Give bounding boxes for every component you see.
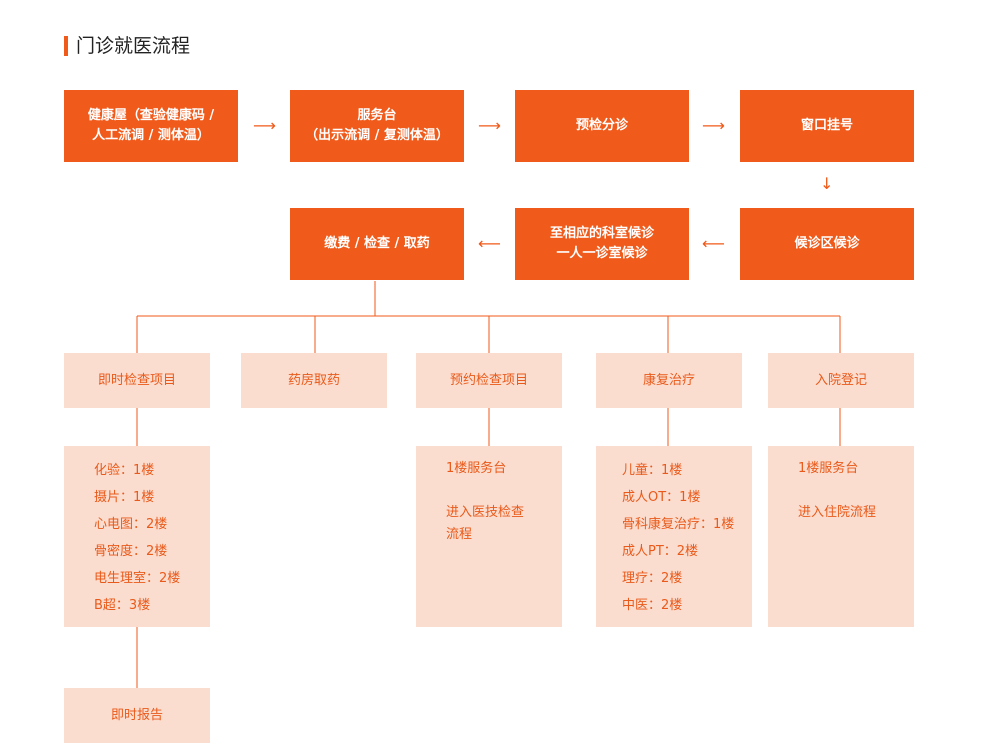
- detail-item: 成人OT：1楼: [622, 490, 701, 505]
- branch-admission: 入院登记: [768, 353, 914, 408]
- step-health-check: 健康屋（查验健康码 / 人工流调 / 测体温）: [64, 90, 238, 162]
- detail-item: 摄片：1楼: [94, 490, 155, 505]
- branch-rehab: 康复治疗: [596, 353, 742, 408]
- step-waiting-area-label: 候诊区候诊: [794, 236, 860, 251]
- detail-item: 1楼服务台: [798, 461, 859, 476]
- detail-item: 骨密度：2楼: [94, 544, 168, 559]
- detail-item: 成人PT：2楼: [622, 544, 699, 559]
- branch-instant-exam-label: 即时检查项目: [97, 372, 176, 388]
- detail-item: 电生理室：2楼: [94, 571, 181, 586]
- branch-instant-exam: 即时检查项目: [64, 353, 210, 408]
- instant-report: 即时报告: [64, 688, 210, 743]
- instant-report-label: 即时报告: [110, 707, 163, 723]
- step-registration: 窗口挂号: [740, 90, 914, 162]
- step-registration-label: 窗口挂号: [800, 118, 853, 133]
- branch-pharmacy-label: 药房取药: [287, 372, 340, 388]
- detail-item: 儿童：1楼: [622, 463, 683, 478]
- branch-scheduled-exam: 预约检查项目: [416, 353, 562, 408]
- detail-item: 1楼服务台: [446, 461, 507, 476]
- step-payment-exam-pharmacy-label: 缴费 / 检查 / 取药: [324, 236, 430, 251]
- step-department-waiting-line1: 至相应的科室候诊: [549, 226, 654, 241]
- arrow-right-icon: ⟶: [702, 116, 725, 135]
- arrow-right-icon: ⟶: [478, 116, 501, 135]
- detail-spacer: [446, 480, 562, 502]
- branch-rehab-label: 康复治疗: [642, 372, 695, 388]
- step-service-desk-line1: 服务台: [357, 108, 397, 123]
- arrow-left-icon: ⟵: [702, 234, 725, 253]
- detail-item: B超：3楼: [94, 598, 151, 613]
- step-waiting-area: 候诊区候诊: [740, 208, 914, 280]
- step-department-waiting: 至相应的科室候诊一人一诊室候诊: [515, 208, 689, 280]
- detail-item: 流程: [446, 527, 473, 542]
- step-health-check-line2: 人工流调 / 测体温）: [92, 128, 210, 143]
- step-triage: 预检分诊: [515, 90, 689, 162]
- title-accent-bar: [64, 36, 68, 56]
- branch-admission-label: 入院登记: [814, 372, 867, 388]
- branch-pharmacy: 药房取药: [241, 353, 387, 408]
- detail-item: 进入医技检查: [446, 505, 525, 520]
- detail-spacer: [798, 480, 914, 502]
- detail-item: 骨科康复治疗：1楼: [622, 517, 735, 532]
- detail-item: 化验：1楼: [94, 463, 155, 478]
- step-triage-label: 预检分诊: [575, 118, 628, 133]
- branch-scheduled-exam-label: 预约检查项目: [449, 372, 528, 388]
- arrow-down-icon: ↓: [820, 174, 834, 193]
- detail-scheduled-exam: 1楼服务台 进入医技检查 流程: [416, 446, 562, 627]
- page-title: 门诊就医流程: [76, 35, 191, 57]
- detail-rehab: 儿童：1楼 成人OT：1楼 骨科康复治疗：1楼 成人PT：2楼 理疗：2楼 中医…: [596, 446, 752, 627]
- step-service-desk: 服务台 （出示流调 / 复测体温）: [290, 90, 464, 162]
- arrow-right-icon: ⟶: [253, 116, 276, 135]
- detail-item: 心电图：2楼: [94, 517, 168, 532]
- detail-instant-exam: 化验：1楼 摄片：1楼 心电图：2楼 骨密度：2楼 电生理室：2楼 B超：3楼: [64, 446, 210, 627]
- step-service-desk-line2: （出示流调 / 复测体温）: [305, 128, 449, 143]
- step-payment-exam-pharmacy: 缴费 / 检查 / 取药: [290, 208, 464, 280]
- step-health-check-line1: 健康屋（查验健康码 /: [87, 108, 215, 123]
- arrow-left-icon: ⟵: [478, 234, 501, 253]
- detail-item: 进入住院流程: [798, 505, 877, 520]
- detail-admission: 1楼服务台 进入住院流程: [768, 446, 914, 627]
- detail-item: 理疗：2楼: [622, 571, 683, 586]
- step-department-waiting-line2: 一人一诊室候诊: [556, 246, 648, 261]
- detail-item: 中医：2楼: [622, 598, 683, 613]
